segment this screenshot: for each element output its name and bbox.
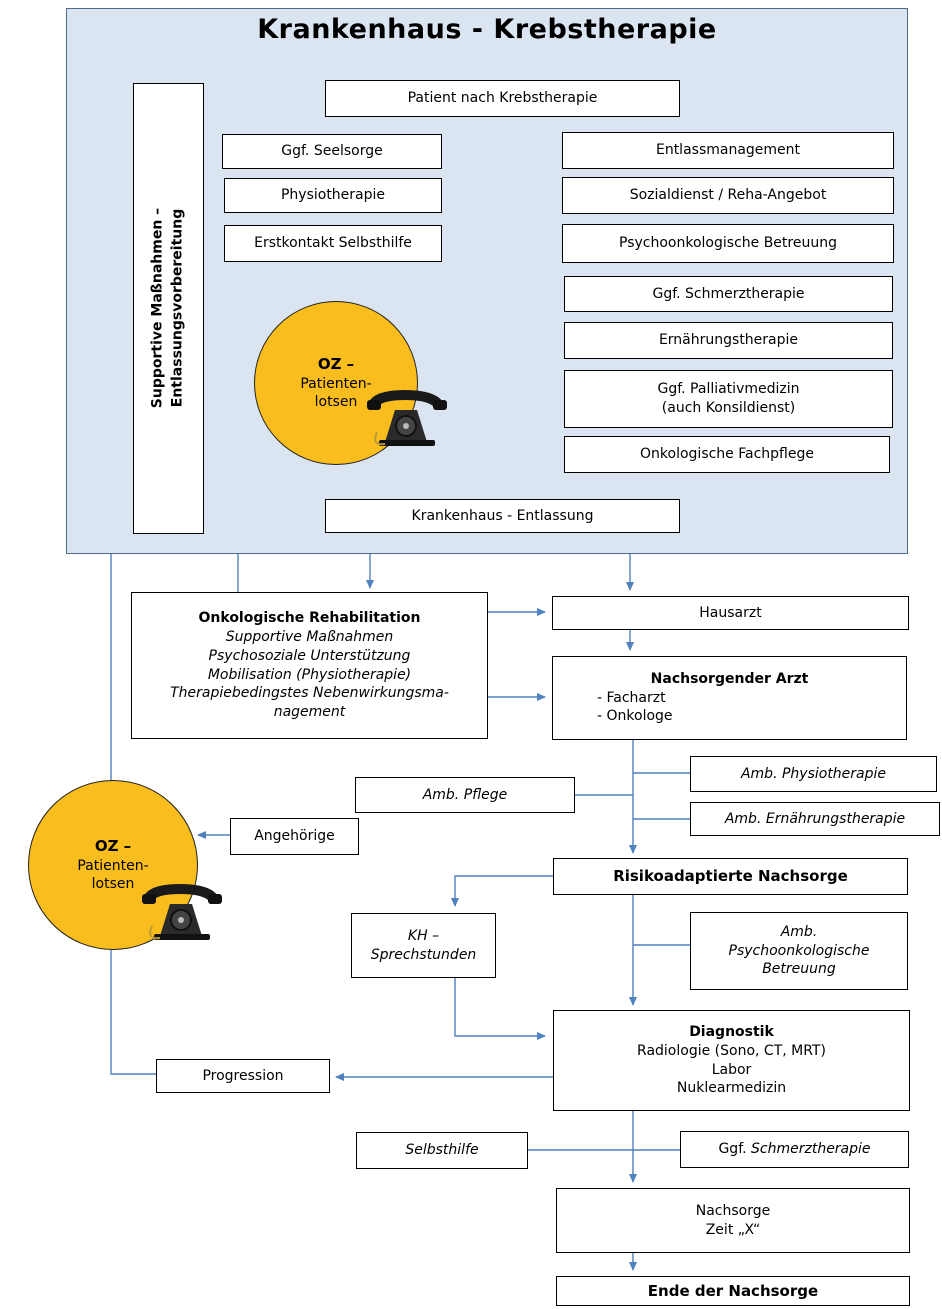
physiotherapie-node: Physiotherapie: [224, 178, 442, 213]
lotse-lower-line2: Patienten-: [77, 857, 149, 874]
arzt-item-onkologe: - Onkologe: [597, 708, 673, 725]
ende-der-nachsorge-node: Ende der Nachsorge: [556, 1276, 910, 1306]
diagnostik-line1: Radiologie (Sono, CT, MRT): [637, 1042, 826, 1059]
rehab-line3: Mobilisation (Physiotherapie): [207, 666, 412, 683]
supportive-measures-panel: [133, 83, 204, 534]
risikoadaptierte-nachsorge-node: Risikoadaptierte Nachsorge: [553, 858, 908, 895]
telephone-icon-lower: [142, 884, 222, 940]
start-node: Patient nach Krebstherapie: [325, 80, 680, 117]
lotse-line3: lotsen: [314, 393, 358, 410]
lotse-line2: Patienten-: [300, 375, 372, 392]
sozialdienst-node: Sozialdienst / Reha-Angebot: [562, 177, 894, 214]
nachsorge-zeit-node: Nachsorge Zeit „X“: [556, 1188, 910, 1253]
amb-psycho-line3: Betreuung: [762, 961, 836, 978]
sprechstunden-line2: Sprechstunden: [370, 946, 477, 963]
seelsorge-node: Ggf. Seelsorge: [222, 134, 442, 169]
rehab-line4: Therapiebedingstes Nebenwirkungsma-: [170, 685, 449, 702]
amb-schmerztherapie-node: Ggf. Schmerztherapie: [680, 1131, 909, 1168]
amb-pflege-node: Amb. Pflege: [355, 777, 575, 813]
palliativmedizin-node: Ggf. Palliativmedizin (auch Konsildienst…: [564, 370, 893, 428]
lotse-lower-line3: lotsen: [91, 875, 135, 892]
kh-sprechstunden-node: KH – Sprechstunden: [351, 913, 496, 978]
amb-physiotherapie-node: Amb. Physiotherapie: [690, 756, 937, 792]
selbsthilfe-node: Selbsthilfe: [356, 1132, 528, 1169]
schmerztherapie-node: Ggf. Schmerztherapie: [564, 276, 893, 312]
selbsthilfe-erstkontakt-node: Erstkontakt Selbsthilfe: [224, 225, 442, 262]
hausarzt-node: Hausarzt: [552, 596, 909, 630]
sprechstunden-to-diagnostik-arrow: [454, 978, 546, 1040]
rehab-line1: Supportive Maßnahmen: [225, 628, 394, 645]
sidebar-label-line1: Supportive Maßnahmen –: [149, 207, 166, 409]
nachsorgender-arzt-node: Nachsorgender Arzt - Facharzt - Onkologe: [552, 656, 907, 740]
psychoonkologie-node: Psychoonkologische Betreuung: [562, 224, 894, 263]
diagnostik-title: Diagnostik: [689, 1023, 774, 1040]
sidebar-label-line2: Entlassungsvorbereitung: [170, 208, 186, 408]
amb-ernaehrungstherapie-node: Amb. Ernährungstherapie: [690, 802, 940, 836]
rehab-line5: nagement: [273, 704, 346, 721]
ernaehrungstherapie-node: Ernährungstherapie: [564, 322, 893, 359]
telephone-icon: [367, 390, 447, 446]
progression-node: Progression: [156, 1059, 330, 1093]
angehoerige-node: Angehörige: [230, 818, 359, 855]
nachsorge-line1: Nachsorge: [695, 1202, 771, 1219]
diagnostik-line3: Nuklearmedizin: [676, 1080, 787, 1097]
amb-psycho-line1: Amb.: [780, 923, 818, 940]
rehab-line2: Psychosoziale Unterstützung: [208, 647, 411, 664]
supportive-measures-label: Supportive Maßnahmen – Entlassungsvorber…: [148, 88, 189, 528]
palliativ-line2: (auch Konsildienst): [661, 400, 796, 416]
palliativ-line1: Ggf. Palliativmedizin: [657, 381, 800, 398]
arzt-item-facharzt: - Facharzt: [597, 689, 666, 706]
rehab-title: Onkologische Rehabilitation: [198, 609, 421, 626]
progression-to-lotse-arrow: [107, 889, 156, 1075]
schmerz-prefix: Ggf.: [718, 1141, 747, 1158]
diagram-title: Krankenhaus - Krebstherapie: [257, 14, 717, 45]
nachsorge-line2: Zeit „X“: [705, 1221, 761, 1238]
diagnostik-line2: Labor: [711, 1061, 752, 1078]
amb-psycho-line2: Psychoonkologische: [728, 942, 870, 959]
lotse-line1: OZ –: [317, 355, 355, 374]
fachpflege-node: Onkologische Fachpflege: [564, 436, 890, 473]
entlassmanagement-node: Entlassmanagement: [562, 132, 894, 169]
risiko-to-sprechstunden-arrow: [451, 875, 553, 907]
sprechstunden-line1: KH –: [407, 927, 440, 944]
discharge-node: Krankenhaus - Entlassung: [325, 499, 680, 533]
lotse-lower-line1: OZ –: [94, 837, 132, 856]
diagnostik-node: Diagnostik Radiologie (Sono, CT, MRT) La…: [553, 1010, 910, 1111]
amb-psychoonkologie-node: Amb. Psychoonkologische Betreuung: [690, 912, 908, 990]
arzt-title: Nachsorgender Arzt: [650, 670, 809, 687]
schmerz-rest: Schmerztherapie: [751, 1141, 871, 1158]
rehabilitation-node: Onkologische Rehabilitation Supportive M…: [131, 592, 488, 739]
